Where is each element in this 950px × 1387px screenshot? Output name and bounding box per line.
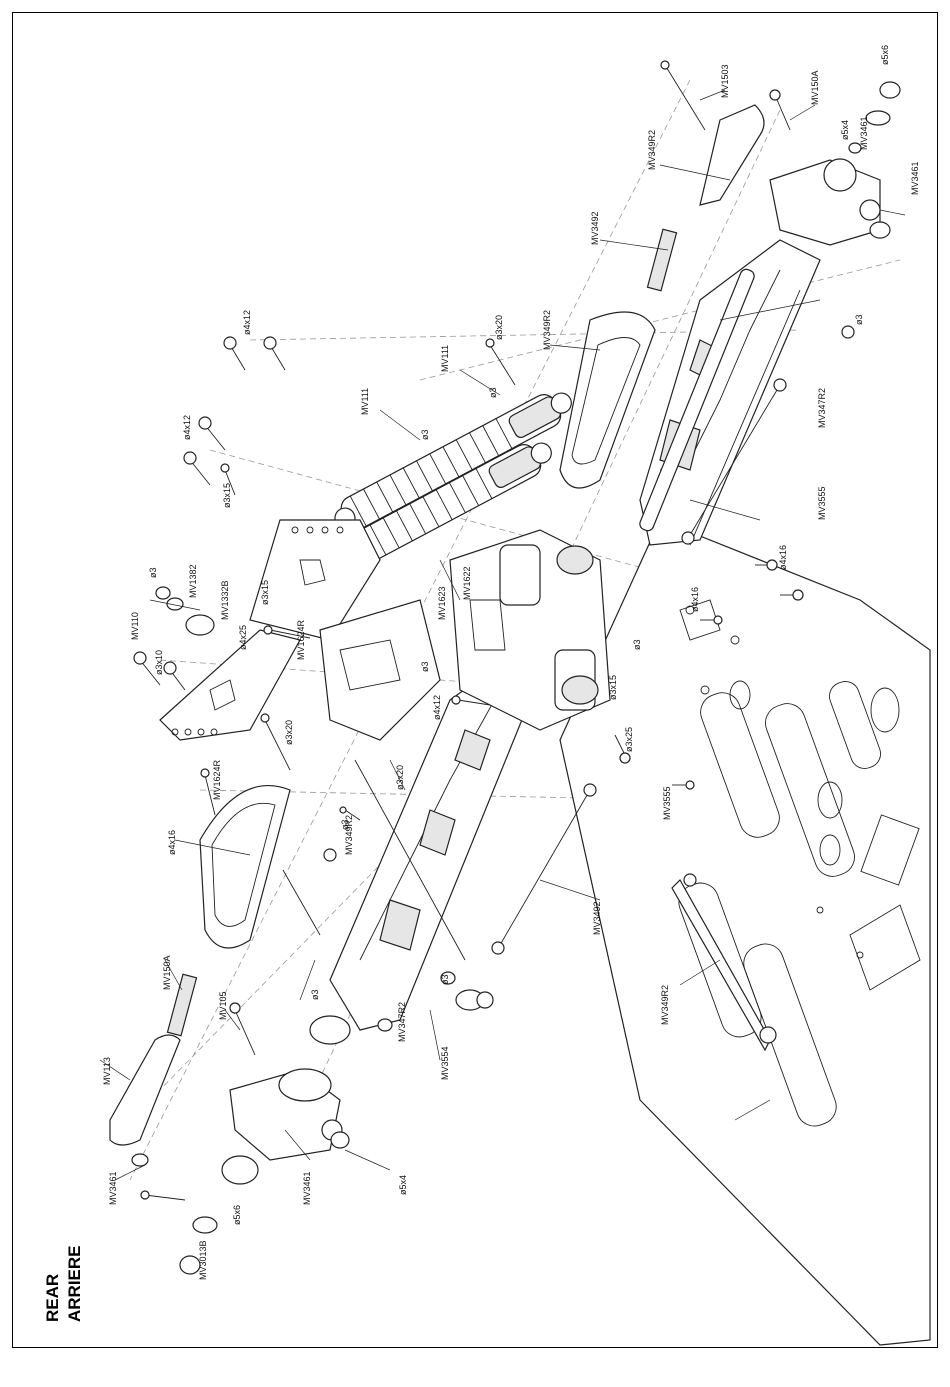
left-suspension-arm <box>329 648 531 1031</box>
part-label: MV349R2 <box>344 815 354 855</box>
part-label: MV105 <box>218 991 228 1020</box>
part-label: ø4x16 <box>167 830 177 855</box>
part-label: ø5x4 <box>840 120 850 140</box>
part-label: ø3 <box>310 989 320 1000</box>
part-label: ø3x15 <box>260 580 270 605</box>
part-label: MV3461 <box>910 161 920 195</box>
part-label: ø3x20 <box>284 720 294 745</box>
part-label: ø4x16 <box>778 545 788 570</box>
part-label: MV1624R <box>212 759 222 800</box>
part-label: ø5x4 <box>398 1175 408 1195</box>
part-label: ø3 <box>420 429 430 440</box>
part-label: ø3x20 <box>494 315 504 340</box>
part-label: MV349R2 <box>647 130 657 170</box>
gearbox-housing <box>319 529 611 741</box>
drive-shafts <box>354 378 787 1009</box>
part-label: MV3461 <box>302 1171 312 1205</box>
rear-hubs <box>229 158 881 1161</box>
part-label: ø3x25 <box>624 727 634 752</box>
part-label: ø3 <box>488 387 498 398</box>
part-label: MV1624R <box>296 619 306 660</box>
part-label: ø5x6 <box>880 45 890 65</box>
part-label: MV3555 <box>817 486 827 520</box>
upper-links <box>199 311 656 949</box>
part-label: MV349R2 <box>660 985 670 1025</box>
part-label: MV1623 <box>437 586 447 620</box>
diagram-title: REAR ARRIERE <box>43 1245 84 1322</box>
part-label: MV3492 <box>590 211 600 245</box>
part-label: MV3492 <box>592 901 602 935</box>
part-label: ø3 <box>420 661 430 672</box>
diagram-frame <box>12 12 938 1348</box>
part-label: MV3461 <box>108 1171 118 1205</box>
part-label: MV347R2 <box>397 1002 407 1042</box>
part-label: ø3 <box>632 639 642 650</box>
part-label: ø3 <box>854 314 864 325</box>
title-rear: REAR <box>43 1274 62 1322</box>
part-label: ø3x15 <box>222 483 232 508</box>
part-label: ø3 <box>148 567 158 578</box>
part-label: ø4x12 <box>432 695 442 720</box>
part-label: MV150A <box>810 70 820 105</box>
part-label: MV3555 <box>662 786 672 820</box>
part-label: MV1382 <box>188 564 198 598</box>
part-label: MV1503 <box>720 64 730 98</box>
part-label: ø4x25 <box>238 625 248 650</box>
part-label: MV110 <box>130 612 140 640</box>
part-label: MV150A <box>162 955 172 990</box>
part-label: MV113 <box>102 1057 112 1085</box>
chassis-plate <box>559 519 931 1346</box>
part-label: MV1622 <box>462 566 472 600</box>
part-label: MV1332B <box>220 580 230 620</box>
part-label: ø4x16 <box>690 587 700 612</box>
part-label: ø4x12 <box>242 310 252 335</box>
part-label: MV3461 <box>859 116 869 150</box>
turnbuckles <box>109 104 765 1146</box>
part-label: ø4x12 <box>182 415 192 440</box>
right-suspension-arm <box>639 239 821 546</box>
part-label: MV349R2 <box>542 310 552 350</box>
part-label: MV347R2 <box>817 388 827 428</box>
shock-absorbers <box>314 392 572 580</box>
part-label: MV111 <box>440 345 450 372</box>
part-label: ø3 <box>440 974 450 985</box>
part-label: ø3 <box>340 819 350 830</box>
part-label: ø3x10 <box>154 650 164 675</box>
part-label: ø3x15 <box>608 675 618 700</box>
screws <box>133 60 804 1201</box>
leader-lines <box>99 89 906 1181</box>
part-label: ø3x20 <box>395 765 405 790</box>
shock-tower <box>159 519 381 741</box>
part-label: MV111 <box>360 388 370 415</box>
side-rod <box>671 873 777 1052</box>
part-label: ø5x6 <box>232 1205 242 1225</box>
part-label: MV3013B <box>198 1240 208 1280</box>
title-arriere: ARRIERE <box>65 1245 84 1322</box>
part-label: MV3554 <box>440 1046 450 1080</box>
small-hardware <box>131 81 901 1275</box>
